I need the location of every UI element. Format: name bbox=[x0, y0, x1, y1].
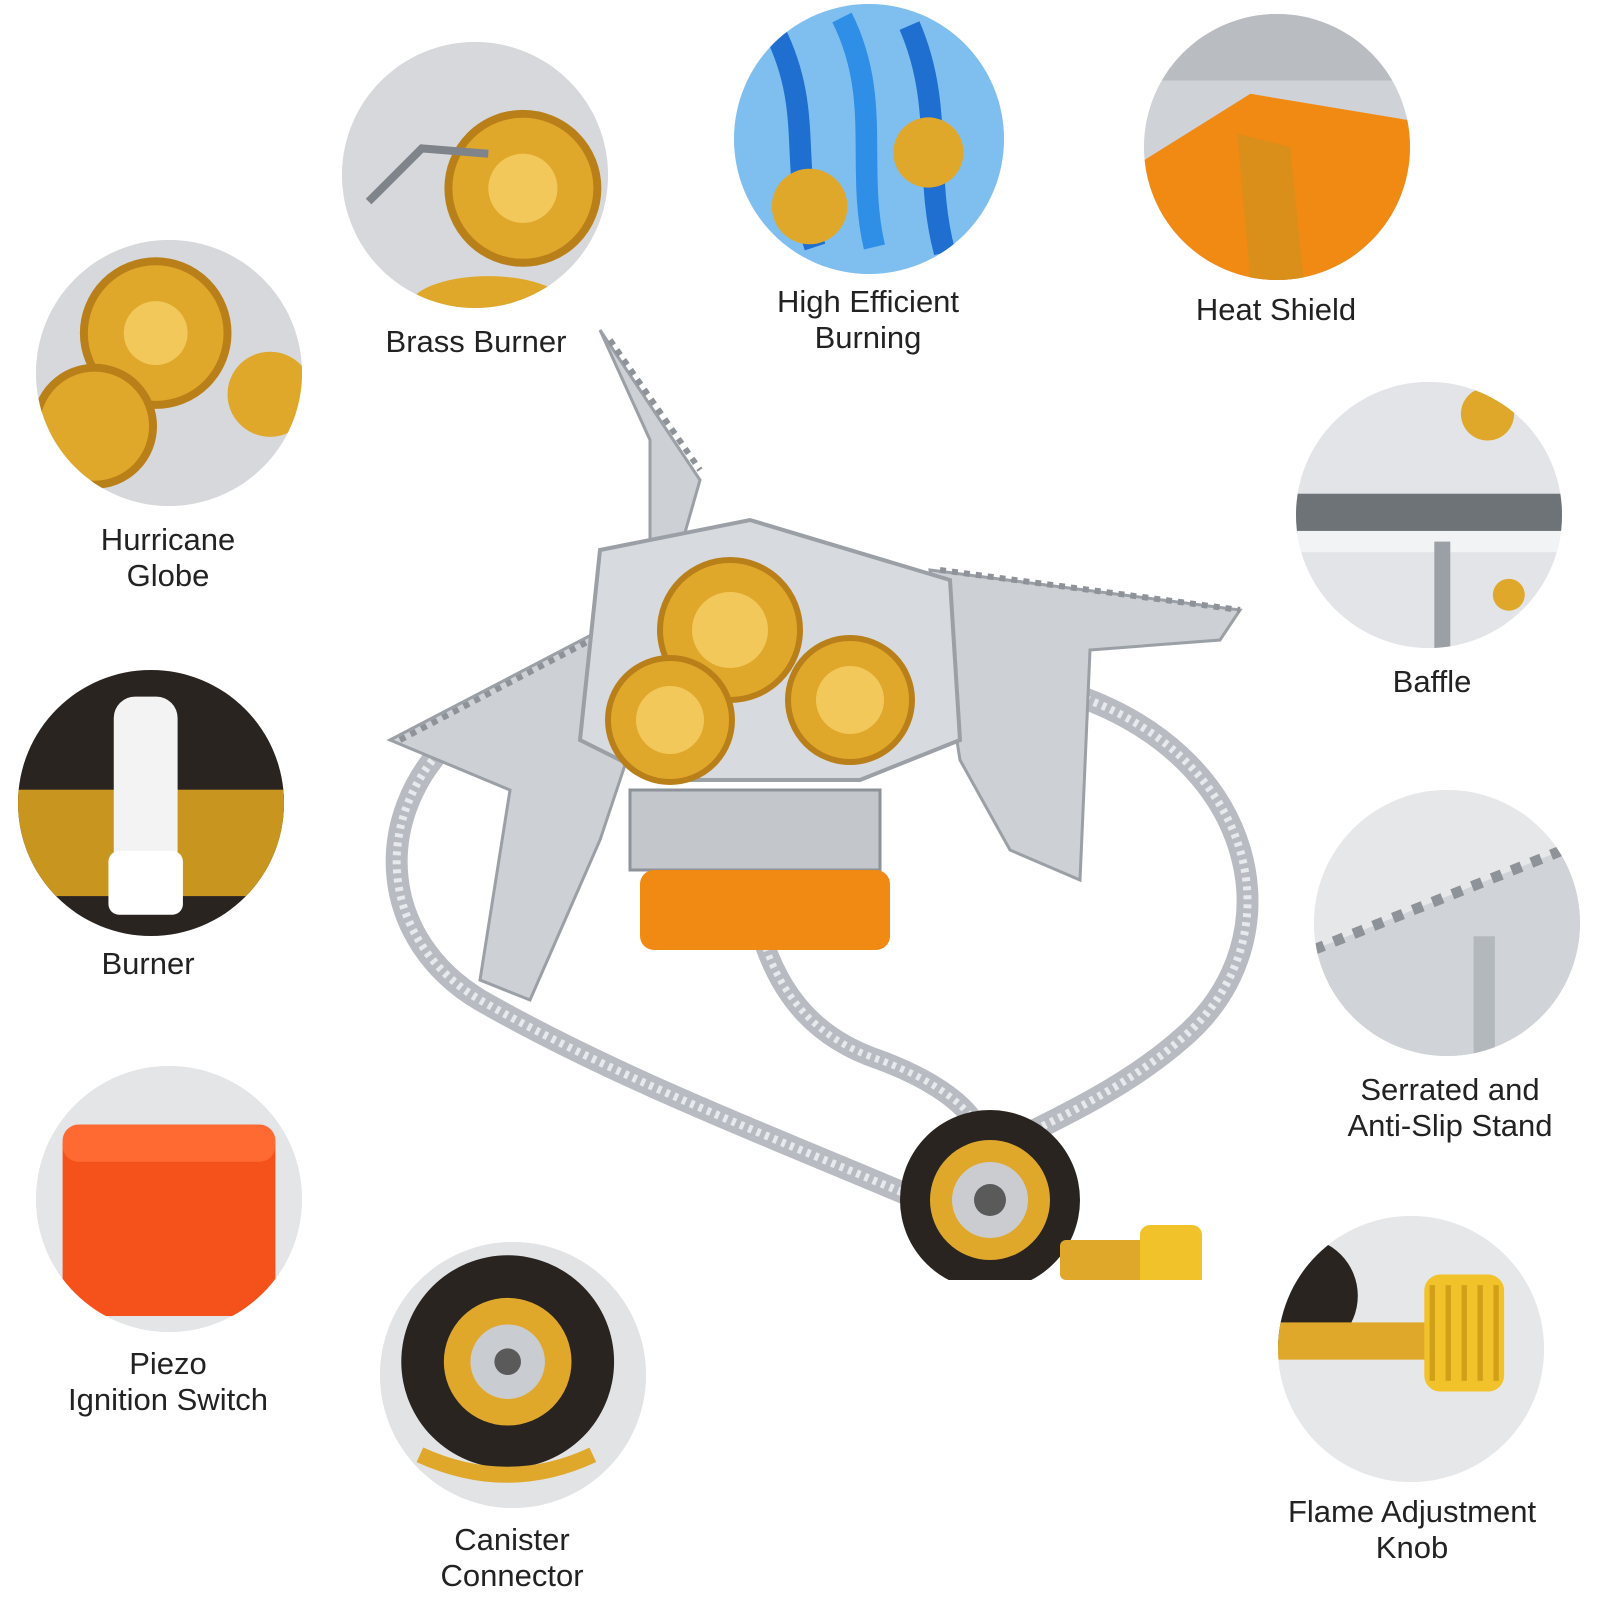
baffle-icon bbox=[1296, 382, 1562, 648]
canister-connector-icon bbox=[380, 1242, 646, 1508]
hurricane-globe-label: Hurricane Globe bbox=[100, 522, 236, 593]
brass-burner-label: Brass Burner bbox=[385, 324, 567, 359]
piezo-case-icon bbox=[36, 1066, 302, 1332]
flame-knob-label: Flame Adjustment Knob bbox=[1287, 1494, 1537, 1565]
serrated-stand-label: Serrated and Anti-Slip Stand bbox=[1347, 1072, 1553, 1143]
blue-flame-icon bbox=[734, 4, 1004, 274]
heat-shield-label: Heat Shield bbox=[1195, 292, 1357, 327]
high-efficient-label: High Efficient Burning bbox=[776, 284, 960, 355]
piezo-label: Piezo Ignition Switch bbox=[68, 1346, 268, 1417]
brass-burner-icon bbox=[342, 42, 608, 308]
baffle-label: Baffle bbox=[1392, 664, 1472, 699]
heat-shield-icon bbox=[1144, 14, 1410, 280]
camping-stove-icon bbox=[360, 320, 1320, 1280]
burner-label: Burner bbox=[101, 946, 195, 981]
burner-icon bbox=[18, 670, 284, 936]
canister-label: Canister Connector bbox=[440, 1522, 584, 1593]
flame-knob-icon bbox=[1278, 1216, 1544, 1482]
serrated-stand-icon bbox=[1314, 790, 1580, 1056]
hurricane-globe-icon bbox=[36, 240, 302, 506]
